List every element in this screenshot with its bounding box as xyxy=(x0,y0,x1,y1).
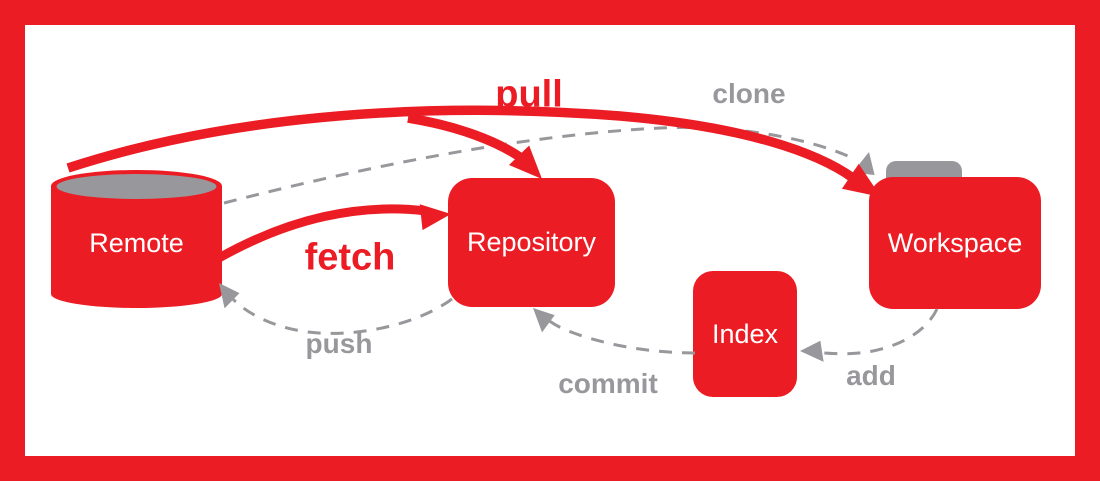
node-workspace-label: Workspace xyxy=(887,227,1023,258)
node-index-label: Index xyxy=(711,318,779,349)
add-arrowhead xyxy=(800,340,824,362)
edge-label-fetch: fetch xyxy=(304,236,396,279)
node-repository: Repository xyxy=(448,178,615,307)
node-repository-label: Repository xyxy=(466,227,597,257)
commit-arrow-line xyxy=(539,312,696,355)
edge-label-add: add xyxy=(846,360,896,391)
edge-label-push: push xyxy=(305,328,373,359)
node-workspace: Workspace xyxy=(869,177,1041,309)
add-arrow-line xyxy=(813,308,939,356)
pull-arrow-line xyxy=(66,105,856,182)
clone-arrowhead xyxy=(852,152,875,176)
edge-label-commit: commit xyxy=(558,368,658,399)
node-remote-label: Remote xyxy=(89,228,184,258)
pull-branch-line xyxy=(407,113,527,164)
edge-label-pull: pull xyxy=(495,73,563,116)
cylinder-top xyxy=(56,174,217,199)
cylinder-body xyxy=(51,170,222,308)
node-remote: Remote xyxy=(51,170,222,310)
edge-label-clone: clone xyxy=(712,78,786,109)
node-index: Index xyxy=(693,271,797,397)
